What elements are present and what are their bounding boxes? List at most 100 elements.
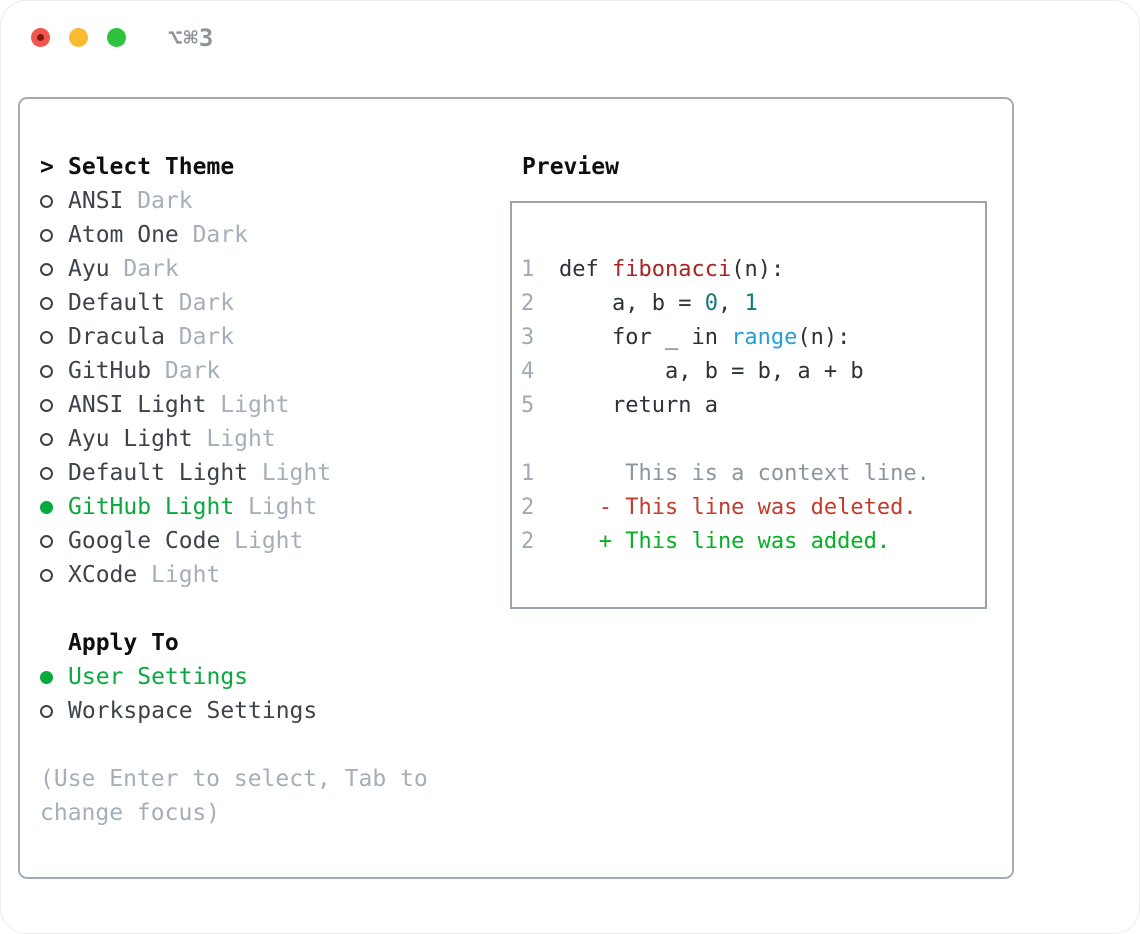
radio-icon	[40, 466, 53, 480]
code-token: a, b = b, a + b	[559, 359, 864, 384]
theme-variant: Dark	[164, 358, 221, 384]
hint-line-1: (Use Enter to select, Tab to	[40, 766, 428, 792]
theme-variant: Light	[220, 392, 290, 418]
code-token: range	[731, 325, 798, 350]
line-number: 1	[521, 461, 535, 486]
minimize-button[interactable]	[69, 28, 88, 47]
radio-icon	[40, 432, 53, 446]
theme-option[interactable]: ANSI Light Light	[40, 388, 428, 422]
preview-header: Preview	[522, 154, 619, 180]
radio-icon	[40, 330, 53, 344]
theme-option[interactable]: XCode Light	[40, 558, 428, 592]
theme-option[interactable]: GitHub Light Light	[40, 490, 428, 524]
cursor-indicator: >	[40, 154, 54, 180]
line-number: 2	[521, 291, 535, 316]
code-line: 2 a, b = 0, 1	[521, 287, 930, 321]
select-theme-header: Select Theme	[68, 154, 235, 180]
titlebar: ⌥⌘3	[0, 0, 1140, 97]
apply-to-header-row: Apply To	[40, 626, 428, 660]
maximize-button[interactable]	[107, 28, 126, 47]
apply-to-list: User Settings Workspace Settings	[40, 660, 428, 728]
theme-column: > Select Theme ANSI Dark Atom One Dark A…	[40, 150, 428, 830]
theme-variant: Light	[247, 494, 318, 520]
apply-to-option[interactable]: Workspace Settings	[40, 694, 428, 728]
theme-option[interactable]: GitHub Dark	[40, 354, 428, 388]
radio-icon	[40, 670, 53, 684]
apply-to-option[interactable]: User Settings	[40, 660, 428, 694]
code-token: def	[559, 257, 612, 282]
spacer	[40, 592, 428, 626]
theme-option[interactable]: Google Code Light	[40, 524, 428, 558]
theme-variant: Dark	[178, 290, 235, 316]
theme-name: Default	[68, 290, 165, 316]
theme-option[interactable]: Default Light Light	[40, 456, 428, 490]
code-line: 2 - This line was deleted.	[521, 491, 930, 525]
code-token: + This line was added.	[559, 529, 891, 554]
theme-variant: Light	[206, 426, 276, 452]
radio-icon	[40, 704, 53, 718]
theme-option[interactable]: Dracula Dark	[40, 320, 428, 354]
line-number: 3	[521, 325, 535, 350]
theme-list: ANSI Dark Atom One Dark Ayu Dark Default…	[40, 184, 428, 592]
radio-icon	[40, 194, 53, 208]
code-token: - This line was deleted.	[559, 495, 917, 520]
radio-icon	[40, 296, 53, 310]
code-line: 4 a, b = b, a + b	[521, 355, 930, 389]
code-line: 1 def fibonacci(n):	[521, 253, 930, 287]
code-token: a, b =	[559, 291, 705, 316]
code-token: fibonacci	[611, 257, 732, 282]
close-button[interactable]	[31, 28, 50, 47]
code-token: 0	[704, 291, 718, 316]
theme-option[interactable]: Atom One Dark	[40, 218, 428, 252]
apply-to-name: Workspace Settings	[68, 698, 318, 724]
theme-variant: Dark	[137, 188, 193, 214]
theme-name: Ayu	[68, 256, 110, 282]
theme-option[interactable]: Ayu Light Light	[40, 422, 428, 456]
select-theme-header-row: > Select Theme	[40, 150, 428, 184]
theme-name: Ayu Light	[68, 426, 193, 452]
theme-variant: Dark	[192, 222, 248, 248]
theme-variant: Light	[261, 460, 332, 486]
radio-icon	[40, 228, 53, 242]
radio-icon	[40, 500, 53, 514]
theme-option[interactable]: Default Dark	[40, 286, 428, 320]
line-number: 4	[521, 359, 535, 384]
line-number: 5	[521, 393, 535, 418]
preview-header-row: Preview	[522, 150, 619, 184]
spacer	[40, 728, 428, 762]
apply-to-header: Apply To	[68, 630, 179, 656]
theme-option[interactable]: ANSI Dark	[40, 184, 428, 218]
code-token: (n):	[731, 257, 785, 282]
hint-line-2: change focus)	[40, 800, 221, 826]
theme-variant: Dark	[123, 256, 179, 282]
radio-icon	[40, 262, 53, 276]
theme-name: GitHub	[68, 358, 152, 384]
code-line	[521, 423, 930, 457]
apply-to-name: User Settings	[68, 664, 249, 690]
code-token: 1	[744, 291, 758, 316]
theme-variant: Light	[151, 562, 221, 588]
code-token: for _ in	[559, 325, 732, 350]
code-token: ,	[717, 291, 745, 316]
window-title: ⌥⌘3	[168, 24, 215, 52]
theme-variant: Light	[234, 528, 304, 554]
theme-option[interactable]: Ayu Dark	[40, 252, 428, 286]
code-token: This is a context line.	[559, 461, 930, 486]
line-number: 2	[521, 495, 535, 520]
radio-icon	[40, 534, 53, 548]
theme-name: Atom One	[68, 222, 179, 248]
theme-picker-panel: > Select Theme ANSI Dark Atom One Dark A…	[18, 97, 1014, 879]
code-token: (n):	[797, 325, 851, 350]
theme-name: ANSI	[68, 188, 124, 214]
line-number: 2	[521, 529, 535, 554]
line-number: 1	[521, 257, 535, 282]
theme-variant: Dark	[178, 324, 235, 350]
unsaved-dot-icon	[37, 34, 44, 41]
code-line: 2 + This line was added.	[521, 525, 930, 559]
theme-name: Default Light	[68, 460, 249, 486]
theme-name: XCode	[68, 562, 138, 588]
